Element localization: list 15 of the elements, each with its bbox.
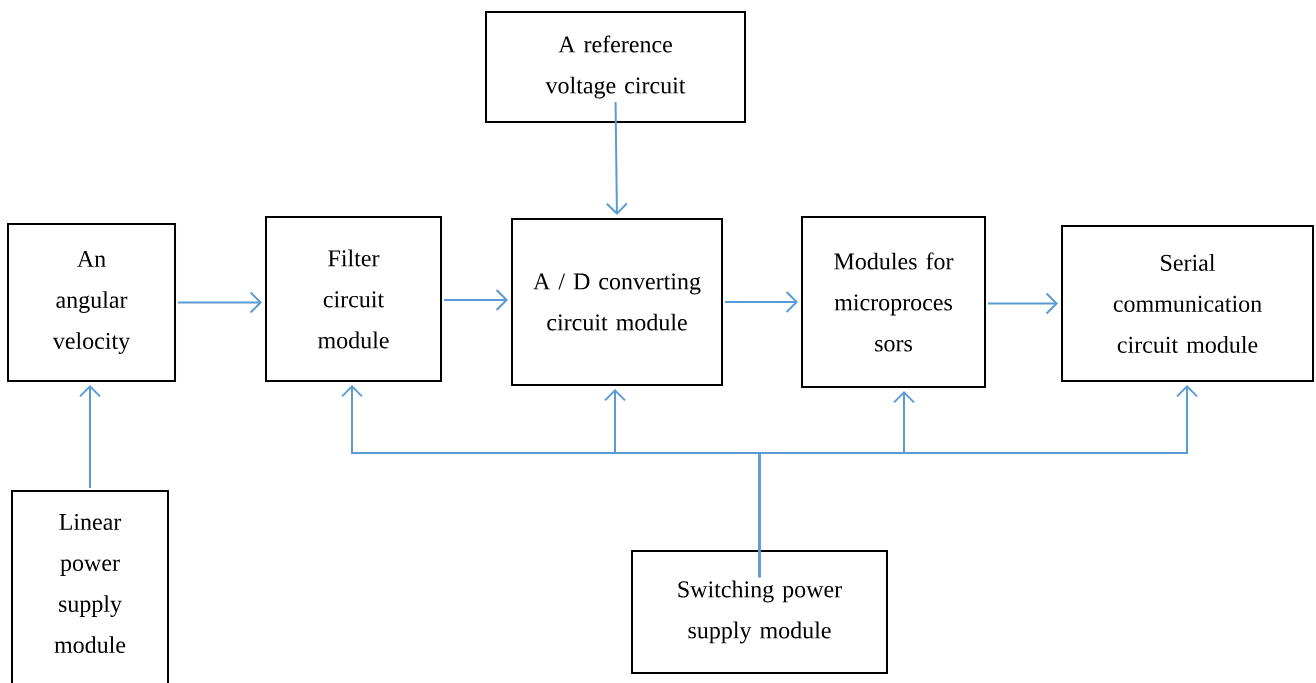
arrow bbox=[758, 385, 1198, 579]
process-box: Linear power supply module bbox=[11, 490, 169, 683]
process-box: Serial communication circuit module bbox=[1061, 225, 1314, 382]
arrow bbox=[177, 291, 262, 314]
process-box: Modules for microproces sors bbox=[801, 216, 986, 388]
arrow bbox=[987, 292, 1058, 315]
process-box: A reference voltage circuit bbox=[485, 11, 746, 123]
process-box: An angular velocity bbox=[7, 223, 176, 382]
arrow bbox=[605, 100, 628, 215]
arrow bbox=[79, 385, 101, 489]
process-box: Filter circuit module bbox=[265, 216, 442, 382]
process-box: A / D converting circuit module bbox=[511, 218, 723, 386]
arrow bbox=[724, 291, 798, 313]
process-box: Switching power supply module bbox=[631, 550, 888, 674]
arrow bbox=[443, 289, 508, 311]
